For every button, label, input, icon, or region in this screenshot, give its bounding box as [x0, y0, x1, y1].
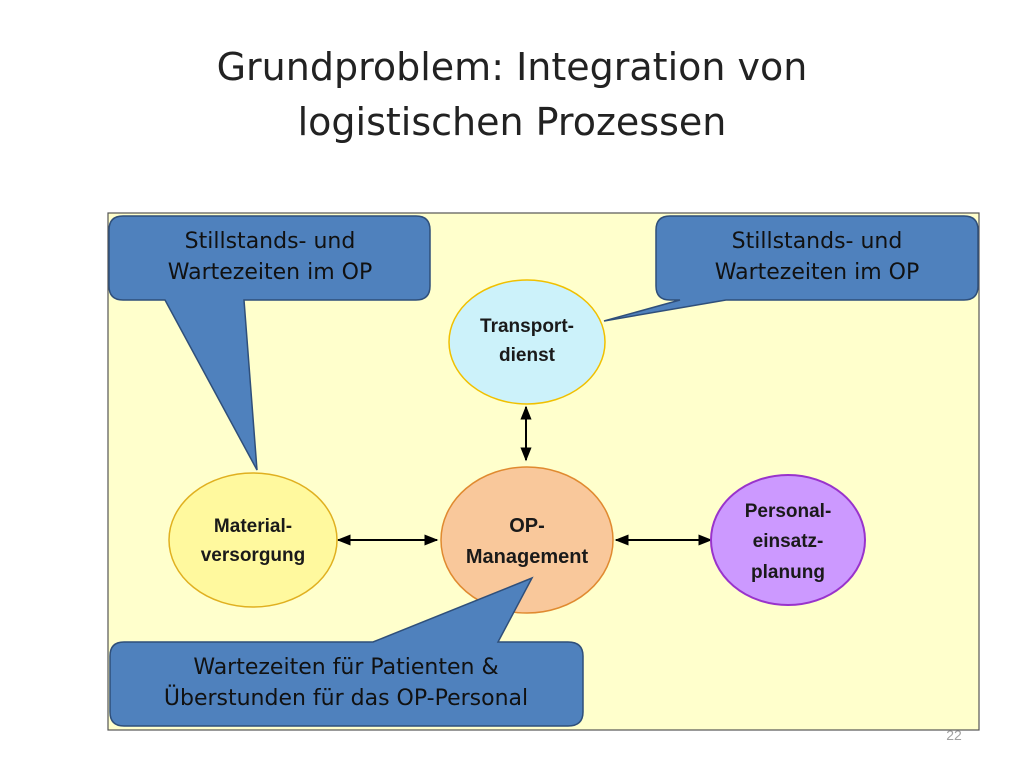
node-op-management-line-2: Management: [466, 546, 589, 568]
title-line-1: Grundproblem: Integration von: [216, 45, 808, 89]
callout-top-right-line-2: Wartezeiten im OP: [715, 260, 919, 285]
node-materialversorgung-line-1: Material-: [214, 516, 292, 537]
callout-bottom: Wartezeiten für Patienten & Überstunden …: [109, 576, 584, 727]
node-materialversorgung-line-2: versorgung: [201, 545, 306, 566]
node-personaleinsatzplanung-line-3: planung: [751, 562, 825, 583]
page-number: 22: [946, 727, 962, 743]
slide-title: Grundproblem: Integration von logistisch…: [0, 40, 1024, 150]
callout-top-right: Stillstands- und Wartezeiten im OP: [603, 215, 979, 322]
callout-top-right-line-1: Stillstands- und: [732, 229, 903, 254]
callout-top-left-line-2: Wartezeiten im OP: [168, 260, 372, 285]
title-line-2: logistischen Prozessen: [297, 100, 727, 144]
node-personaleinsatzplanung-line-2: einsatz-: [753, 531, 824, 552]
node-personaleinsatzplanung-line-1: Personal-: [745, 501, 832, 522]
node-transportdienst: Transport- dienst: [448, 279, 606, 405]
node-transportdienst-line-2: dienst: [499, 345, 556, 366]
node-op-management-line-1: OP-: [509, 515, 545, 537]
callout-top-left: Stillstands- und Wartezeiten im OP: [108, 215, 431, 471]
node-personaleinsatzplanung: Personal- einsatz- planung: [710, 474, 866, 606]
node-transportdienst-line-1: Transport-: [480, 316, 574, 337]
node-op-management: OP- Management: [440, 466, 614, 614]
callout-top-left-line-1: Stillstands- und: [185, 229, 356, 254]
node-materialversorgung: Material- versorgung: [168, 472, 338, 608]
callout-bottom-line-2: Überstunden für das OP-Personal: [164, 685, 528, 711]
callout-bottom-line-1: Wartezeiten für Patienten &: [193, 655, 498, 680]
